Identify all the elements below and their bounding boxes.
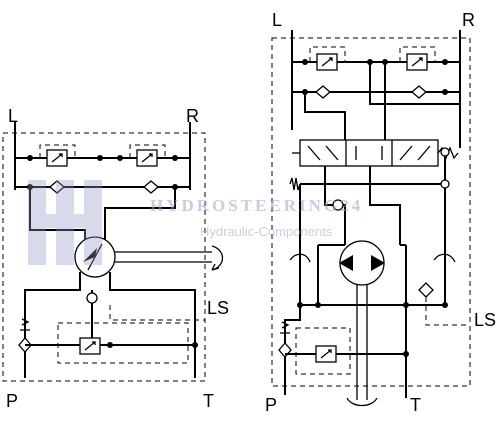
right-shaft-rotation-arrow (346, 397, 378, 407)
right-circuit (271, 30, 471, 407)
left-label-LS: LS (207, 298, 229, 318)
right-pressure-relief-valve (295, 327, 351, 375)
left-pressure-relief-valve (25, 322, 198, 364)
right-rotation-arrow-right (433, 253, 456, 263)
left-label-T: T (203, 391, 214, 411)
left-circuit (2, 122, 224, 382)
watermark-subtitle: Hydraulic-Components (200, 224, 333, 239)
left-label-R: R (186, 106, 199, 126)
left-shock-valve-2 (129, 144, 166, 167)
left-metering-motor (74, 236, 116, 278)
left-shock-valve-1 (39, 144, 76, 167)
watermark-brand: HYDROSTEERING24 (150, 196, 363, 215)
left-P-line (24, 272, 81, 378)
right-label-P: P (265, 395, 277, 415)
right-enclosure (271, 37, 471, 387)
right-shock-valve-2 (399, 46, 436, 71)
left-enclosure (2, 132, 206, 382)
right-steering-shaft (356, 285, 368, 400)
right-label-T: T (410, 395, 421, 415)
right-label-L: L (272, 10, 282, 30)
left-orifice (86, 292, 98, 304)
watermark-logo-icon (28, 180, 102, 265)
left-label-L: L (8, 106, 18, 126)
watermark: HYDROSTEERING24 Hydraulic-Components (28, 180, 363, 265)
right-label-R: R (462, 10, 475, 30)
left-label-P: P (6, 391, 18, 411)
right-directional-valve (289, 139, 459, 191)
left-T-line (109, 272, 196, 378)
left-LS-line (109, 305, 205, 321)
right-label-LS: LS (474, 310, 496, 330)
left-check-valve-1 (49, 180, 65, 194)
left-check-valve-2 (143, 180, 159, 194)
right-orifice (332, 199, 344, 211)
right-LS-line (425, 297, 470, 326)
right-shock-valve-1 (309, 46, 346, 71)
right-check-valve-1 (315, 85, 331, 99)
left-steering-shaft (115, 251, 212, 263)
right-metering-motor (317, 240, 407, 305)
right-check-valve-2 (411, 85, 427, 99)
right-LS-check-valve (418, 282, 434, 298)
